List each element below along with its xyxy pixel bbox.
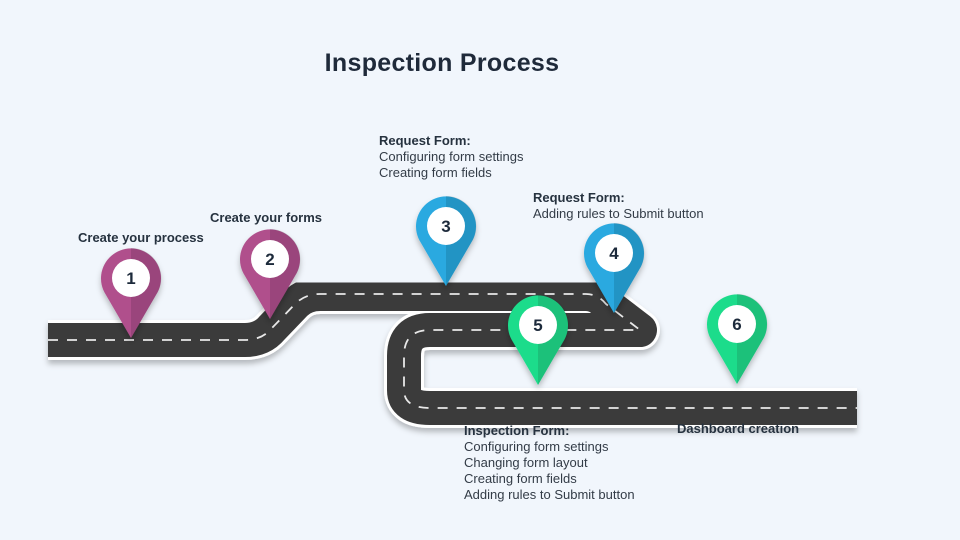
- location-pin-icon: 3: [416, 195, 477, 286]
- step-number: 3: [441, 217, 450, 236]
- road: [48, 274, 857, 428]
- step-1-label: Create your process: [78, 230, 204, 245]
- step-3-line: Creating form fields: [379, 165, 492, 180]
- location-pin-icon: 5: [508, 294, 569, 385]
- step-number: 6: [732, 315, 741, 334]
- location-pin-icon: 6: [707, 293, 768, 384]
- step-5-heading: Inspection Form:: [464, 423, 570, 438]
- location-pin-icon: 2: [240, 228, 301, 319]
- step-4-heading: Request Form:: [533, 190, 625, 205]
- step-4-line: Adding rules to Submit button: [533, 206, 704, 221]
- step-number: 5: [533, 316, 542, 335]
- step-3-heading: Request Form:: [379, 133, 471, 148]
- step-5-line: Configuring form settings: [464, 439, 609, 454]
- step-number: 4: [609, 244, 619, 263]
- step-5-line: Creating form fields: [464, 471, 577, 486]
- step-2-label: Create your forms: [210, 210, 322, 225]
- step-6-label: Dashboard creation: [677, 421, 800, 436]
- step-5-line: Changing form layout: [464, 455, 588, 470]
- step-number: 2: [265, 250, 274, 269]
- step-number: 1: [126, 269, 135, 288]
- step-5-line: Adding rules to Submit button: [464, 487, 635, 502]
- location-pin-icon: 1: [101, 247, 162, 338]
- step-3-label: Request Form: Configuring form settings …: [379, 133, 524, 181]
- step-3-line: Configuring form settings: [379, 149, 524, 164]
- step-4-label: Request Form: Adding rules to Submit but…: [533, 190, 704, 222]
- step-5-label: Inspection Form: Configuring form settin…: [464, 423, 635, 503]
- location-pin-icon: 4: [584, 222, 645, 313]
- page-title: Inspection Process: [324, 49, 560, 77]
